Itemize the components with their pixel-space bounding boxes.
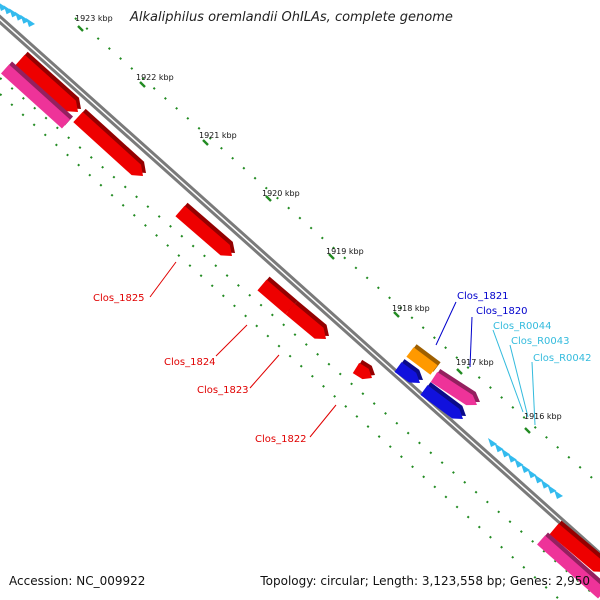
rrna-cluster-1-arrow-4	[14, 11, 24, 21]
rrna-cluster-2-arrow-6	[521, 464, 530, 473]
gene-cds-6	[352, 359, 375, 380]
gene-label-clos-1823: Clos_1823	[197, 385, 249, 396]
dot-track-2	[0, 77, 600, 600]
leader-line-7	[492, 329, 524, 413]
gene-label-clos-1821: Clos_1821	[457, 291, 509, 302]
major-tick-1	[77, 25, 84, 32]
label-leader-lines	[149, 261, 536, 438]
genome-backbone	[0, 14, 600, 562]
tick-label-5: 1919 kbp	[326, 247, 364, 256]
rrna-cluster-2-arrow-9	[540, 479, 550, 489]
map-title: Alkaliphilus oremlandii OhILAs, complete…	[130, 10, 453, 25]
rrna-cluster-1	[0, 3, 35, 27]
major-tick-6	[393, 311, 400, 318]
rrna-cluster-2-arrow-10	[547, 484, 557, 494]
rrna-cluster-2-arrow-8	[534, 474, 544, 484]
rrna-cluster-2-arrow-4	[507, 453, 517, 463]
gene-blue-1-body	[394, 362, 420, 383]
rrna-cluster-1-arrow-3	[9, 8, 19, 18]
tick-label-6: 1918 kbp	[392, 304, 430, 313]
accession-text: Accession: NC_009922	[9, 574, 146, 588]
gene-label-clos-1824: Clos_1824	[164, 357, 216, 368]
tick-label-7: 1917 kbp	[456, 358, 494, 367]
gene-label-clos-r0043: Clos_R0043	[511, 336, 570, 347]
major-tick-2	[139, 81, 146, 88]
dot-track-3	[0, 93, 561, 600]
rrna-cluster-2-arrow-7	[527, 469, 537, 479]
rrna-cluster-2-arrow-11	[554, 490, 563, 499]
gene-cds-5-body	[285, 303, 326, 339]
leader-line-3	[249, 354, 280, 389]
rrna-cluster-1-arrow-5	[20, 14, 30, 24]
gene-cds-1-body	[15, 54, 78, 112]
gene-magenta-2	[430, 368, 480, 406]
rrna-cluster-1-arrow-1	[0, 3, 7, 11]
genome-summary-text: Topology: circular; Length: 3,123,558 bp…	[260, 574, 590, 588]
leader-line-4	[309, 404, 337, 438]
gene-blue-2	[420, 382, 466, 419]
gene-cds-5	[285, 300, 329, 339]
gene-cds-2-body	[73, 111, 143, 176]
major-tick-7	[456, 368, 463, 375]
gene-blue-2-body	[420, 385, 463, 419]
gene-label-clos-r0042: Clos_R0042	[533, 353, 592, 364]
tick-label-4: 1920 kbp	[262, 189, 300, 198]
gene-label-clos-1822: Clos_1822	[255, 434, 307, 445]
gene-cds-4	[257, 276, 298, 315]
tick-lines	[77, 25, 531, 434]
tick-dot-tracks	[0, 17, 600, 600]
major-tick-3	[202, 139, 209, 146]
gene-cds-6-body	[352, 362, 372, 380]
dot-track-1	[74, 17, 600, 486]
gene-cds-4-body	[257, 279, 295, 315]
gene-cds-2	[73, 108, 146, 176]
tick-label-2: 1922 kbp	[136, 73, 174, 82]
tick-labels: 1923 kbp 1922 kbp 1921 kbp 1920 kbp 1919 kbp…	[75, 14, 562, 421]
major-tick-8	[524, 427, 531, 434]
gene-label-clos-1825: Clos_1825	[93, 293, 145, 304]
gene-label-clos-1820: Clos_1820	[476, 306, 528, 317]
leader-line-9	[531, 361, 536, 426]
gene-label-clos-r0044: Clos_R0044	[493, 321, 552, 332]
rrna-cluster-2-arrow-3	[501, 448, 511, 458]
rrna-cluster-1-arrow-2	[3, 5, 13, 15]
leader-line-5	[435, 301, 457, 346]
gene-magenta-3-body	[537, 535, 600, 599]
backbone-line-outer	[0, 14, 600, 556]
gene-cds-1	[15, 51, 81, 112]
major-tick-4	[265, 195, 272, 202]
rrna-cluster-1-arrow-6	[26, 18, 35, 27]
backbone-line-inner	[0, 20, 600, 562]
rrna-cluster-2	[488, 438, 563, 499]
gene-magenta-1-body	[0, 64, 71, 129]
tick-label-1: 1923 kbp	[75, 14, 113, 23]
gene-magenta-2-body	[430, 371, 477, 406]
tick-label-3: 1921 kbp	[199, 131, 237, 140]
gene-magenta-1	[0, 61, 74, 129]
gene-cds-3-body	[175, 205, 232, 256]
major-tick-5	[328, 253, 335, 260]
gene-cds-3	[175, 202, 235, 256]
rrna-cluster-2-arrow-5	[514, 458, 524, 468]
gene-cds-7	[549, 520, 600, 572]
leader-line-2	[215, 324, 248, 357]
leader-line-1	[149, 261, 177, 298]
tick-label-8: 1916 kbp	[524, 412, 562, 421]
gene-magenta-3	[537, 532, 600, 599]
rrna-cluster-2-arrow-1	[488, 438, 497, 447]
gene-orange-1-body	[406, 347, 438, 375]
rrna-cluster-2-arrow-2	[494, 443, 504, 453]
gene-blue-1	[394, 359, 423, 383]
gene-cds-7-body	[549, 523, 600, 572]
gene-orange-1	[406, 344, 441, 375]
leader-line-6	[469, 316, 473, 368]
leader-line-8	[509, 344, 529, 418]
